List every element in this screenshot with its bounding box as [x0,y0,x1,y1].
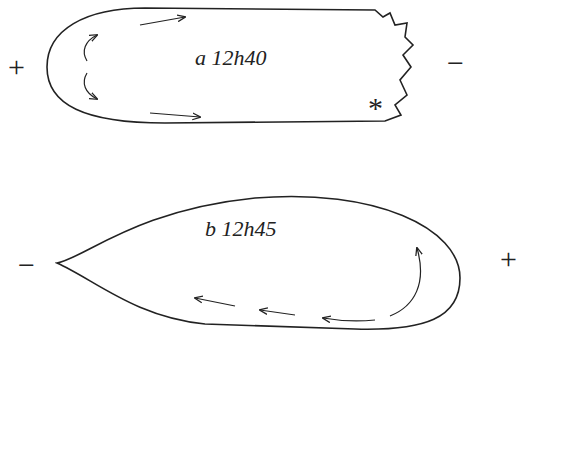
flow-arrow [84,73,97,99]
cell-outline: a 12h40 [45,5,420,127]
stage-label: b 12h45 [205,218,277,240]
plus-pole: + [500,244,517,274]
stage-label: a 12h40 [195,47,267,69]
minus-pole: − [447,48,464,78]
plus-pole: + [8,52,25,82]
cell-outline-path [47,8,413,123]
minus-pole: − [18,250,35,280]
flow-arrow [195,298,235,306]
cell-drawing [55,188,465,336]
flow-arrow [84,35,97,61]
flow-arrow [140,17,185,25]
cell-outline-path [57,196,460,329]
flow-arrow [260,310,295,315]
asterisk-mark: * [368,93,383,123]
cell-outline: b 12h45 [55,188,465,336]
flow-arrow [150,113,200,117]
flow-arrow [323,318,375,321]
flow-arrow [390,248,421,316]
